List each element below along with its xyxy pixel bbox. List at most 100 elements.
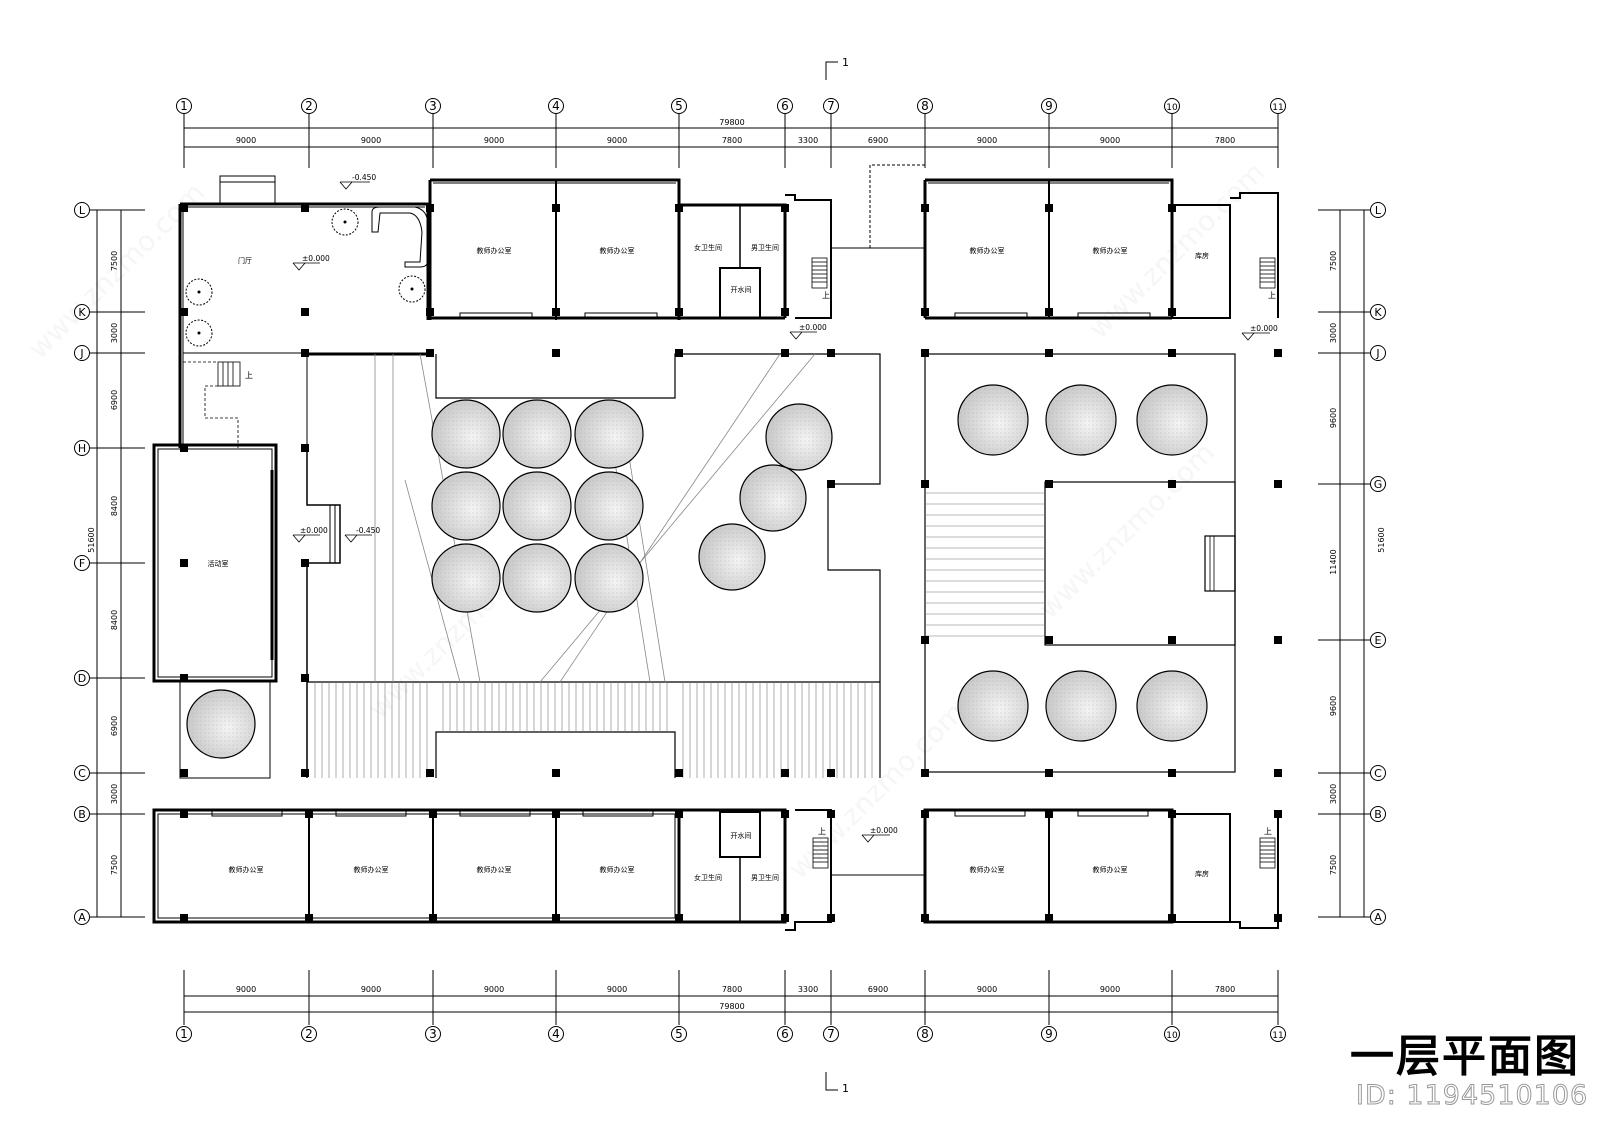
svg-text:8400: 8400 <box>110 496 119 516</box>
elevation-marker-entry: -0.450 <box>339 173 376 190</box>
svg-text:2: 2 <box>305 1027 313 1041</box>
svg-text:9000: 9000 <box>361 985 381 994</box>
room-labels: 门厅 活动室 教师办公室 教师办公室 女卫生间 男卫生间 开水间 教师办公室 教… <box>208 243 1210 882</box>
room-label-office: 教师办公室 <box>970 865 1005 874</box>
svg-text:6900: 6900 <box>868 985 888 994</box>
svg-text:9000: 9000 <box>977 985 997 994</box>
axis-bubble-8-bottom: 8 <box>917 1026 933 1042</box>
room-label-office: 教师办公室 <box>477 246 512 255</box>
svg-text:上: 上 <box>818 827 826 836</box>
svg-text:9: 9 <box>1045 1027 1053 1041</box>
svg-text:11: 11 <box>1272 103 1283 113</box>
svg-text:7500: 7500 <box>1329 855 1338 875</box>
right-dimension-chain <box>1318 209 1370 918</box>
left-axis-bubbles: L K J H F D C B A <box>74 202 90 925</box>
north-windows <box>459 312 1151 319</box>
svg-text:K: K <box>1374 306 1382 319</box>
axis-bubble-B: B <box>74 806 90 822</box>
svg-text:7500: 7500 <box>110 251 119 271</box>
axis-bubble-4: 4 <box>548 98 564 114</box>
drawing-id-label: ID: 1194510106 <box>1355 1080 1589 1112</box>
svg-text:11: 11 <box>1272 1031 1283 1041</box>
svg-text:C: C <box>78 767 86 780</box>
svg-text:L: L <box>79 204 86 217</box>
svg-text:3300: 3300 <box>798 136 818 145</box>
axis-bubble-11: 11 <box>1270 98 1286 114</box>
svg-text:7800: 7800 <box>722 985 742 994</box>
svg-text:9600: 9600 <box>1329 408 1338 428</box>
elevation-marker-corridor-n: ±0.000 <box>789 323 827 340</box>
room-label-water-room: 开水间 <box>731 831 752 840</box>
room-label-office: 教师办公室 <box>970 246 1005 255</box>
top-dimension-labels: 9000 9000 9000 9000 7800 3300 6900 9000 … <box>236 118 1235 145</box>
drawing-title: 一层平面图 <box>1350 1031 1580 1082</box>
axis-bubble-B-right: B <box>1370 806 1386 822</box>
svg-text:上: 上 <box>1268 291 1276 300</box>
axis-bubble-7-bottom: 7 <box>823 1026 839 1042</box>
svg-text:9000: 9000 <box>607 985 627 994</box>
room-label-storage: 库房 <box>1195 251 1209 260</box>
room-label-office: 教师办公室 <box>600 246 635 255</box>
svg-text:L: L <box>1375 204 1382 217</box>
svg-text:3: 3 <box>429 1027 437 1041</box>
axis-bubble-D: D <box>74 670 90 686</box>
axis-bubble-5-bottom: 5 <box>671 1026 687 1042</box>
svg-text:7500: 7500 <box>1329 251 1338 271</box>
svg-text:±0.000: ±0.000 <box>799 323 827 332</box>
room-label-womens-wc: 女卫生间 <box>694 873 722 882</box>
axis-bubble-6: 6 <box>777 98 793 114</box>
svg-text:1: 1 <box>180 99 188 113</box>
svg-text:9000: 9000 <box>1100 985 1120 994</box>
axis-bubble-F: F <box>74 555 90 571</box>
top-dimension-chain <box>183 113 1279 168</box>
svg-text:6: 6 <box>781 1027 789 1041</box>
svg-text:-0.450: -0.450 <box>352 173 376 182</box>
svg-text:7: 7 <box>827 1027 835 1041</box>
west-courtyard <box>307 352 881 778</box>
elevation-markers: -0.450 ±0.000 ±0.000 ±0.000 ±0.000 -0.45… <box>292 173 1278 843</box>
axis-bubble-4-bottom: 4 <box>548 1026 564 1042</box>
top-axis-bubbles: 1 2 3 4 5 6 7 8 9 10 11 <box>176 98 1286 114</box>
axis-bubble-8: 8 <box>917 98 933 114</box>
svg-text:10: 10 <box>1166 103 1178 113</box>
section-mark-top: 1 <box>825 56 849 80</box>
left-dimension-chain <box>90 209 145 918</box>
stair-ne-core <box>1259 257 1276 289</box>
svg-text:B: B <box>78 808 86 821</box>
svg-text:3: 3 <box>429 99 437 113</box>
axis-bubble-3-bottom: 3 <box>425 1026 441 1042</box>
room-label-mens-wc: 男卫生间 <box>751 243 779 252</box>
svg-text:1: 1 <box>842 56 849 69</box>
axis-bubble-H: H <box>74 440 90 456</box>
svg-text:www.znzmo.com: www.znzmo.com <box>782 696 971 885</box>
svg-text:8: 8 <box>921 99 929 113</box>
svg-text:1: 1 <box>180 1027 188 1041</box>
svg-text:9000: 9000 <box>236 136 256 145</box>
axis-bubble-A-right: A <box>1370 909 1386 925</box>
axis-bubble-2: 2 <box>301 98 317 114</box>
svg-text:E: E <box>1375 634 1382 647</box>
left-dimension-labels: 7500 3000 6900 8400 8400 6900 3000 7500 … <box>87 251 119 875</box>
svg-text:51600: 51600 <box>87 527 96 552</box>
axis-bubble-1: 1 <box>176 98 192 114</box>
south-windows <box>211 810 1149 817</box>
svg-text:10: 10 <box>1166 1031 1178 1041</box>
svg-text:3000: 3000 <box>110 323 119 343</box>
axis-bubble-2-bottom: 2 <box>301 1026 317 1042</box>
elevation-marker-courtyard: -0.450 <box>344 526 380 543</box>
bottom-dimension-labels: 9000 9000 9000 9000 7800 3300 6900 9000 … <box>236 985 1235 1011</box>
stair-se-core <box>1259 837 1276 869</box>
lobby-stair <box>183 361 241 448</box>
room-label-office: 教师办公室 <box>1093 246 1128 255</box>
lobby-furniture <box>185 206 429 347</box>
svg-text:79800: 79800 <box>719 1002 744 1011</box>
stair-up-labels: 上 上 上 上 上 <box>245 291 1276 836</box>
svg-text:3000: 3000 <box>1329 323 1338 343</box>
axis-bubble-K-right: K <box>1370 304 1386 320</box>
svg-text:±0.000: ±0.000 <box>1250 324 1278 333</box>
svg-text:8400: 8400 <box>110 610 119 630</box>
axis-bubble-7: 7 <box>823 98 839 114</box>
svg-text:J: J <box>79 347 83 360</box>
svg-text:G: G <box>1374 478 1383 491</box>
